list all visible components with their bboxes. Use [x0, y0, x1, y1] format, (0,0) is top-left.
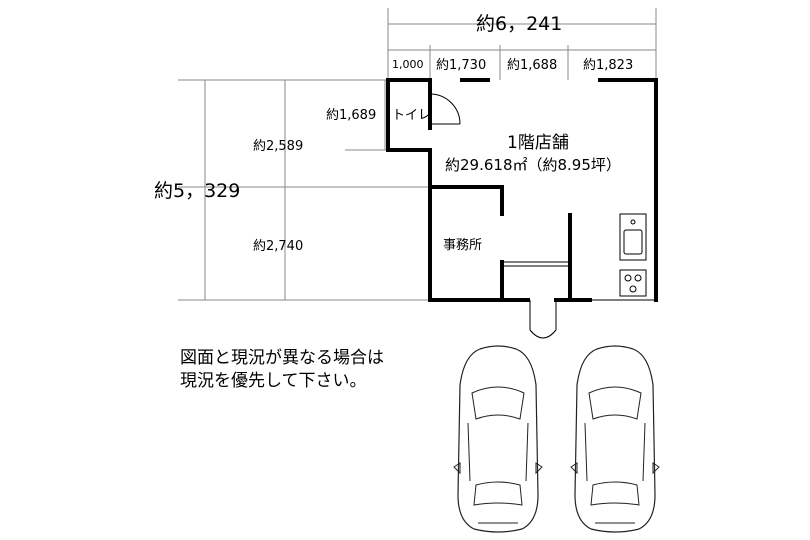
car-icon — [453, 345, 543, 533]
width-segment-1-label: 1,000 — [392, 58, 424, 71]
note-line-2: 現況を優先して下さい。 — [180, 371, 367, 391]
depth-segment-1-label: 約2,589 — [253, 139, 303, 154]
toilet-depth-label: 約1,689 — [326, 108, 376, 123]
plan-details — [502, 261, 656, 301]
toilet-label: トイレ — [392, 108, 431, 123]
stove-icon — [619, 269, 647, 297]
area-label: 約29.618㎡（約8.95坪） — [445, 156, 621, 174]
walls — [386, 78, 658, 302]
office-label: 事務所 — [443, 238, 482, 253]
room-label: 1階店舗 — [507, 133, 569, 153]
door-swing-icon — [529, 300, 557, 339]
note-line-1: 図面と現況が異なる場合は — [180, 348, 384, 368]
sink-icon — [619, 213, 647, 261]
dimension-lines — [178, 8, 657, 301]
depth-segment-2-label: 約2,740 — [253, 239, 303, 254]
width-segment-3-label: 約1,688 — [507, 58, 557, 73]
width-segment-4-label: 約1,823 — [583, 58, 633, 73]
total-width-label: 約6，241 — [476, 13, 562, 35]
car-icon — [570, 345, 660, 533]
door-swing-icon — [429, 93, 461, 128]
width-segment-2-label: 約1,730 — [436, 58, 486, 73]
total-depth-label: 約5，329 — [154, 180, 240, 202]
